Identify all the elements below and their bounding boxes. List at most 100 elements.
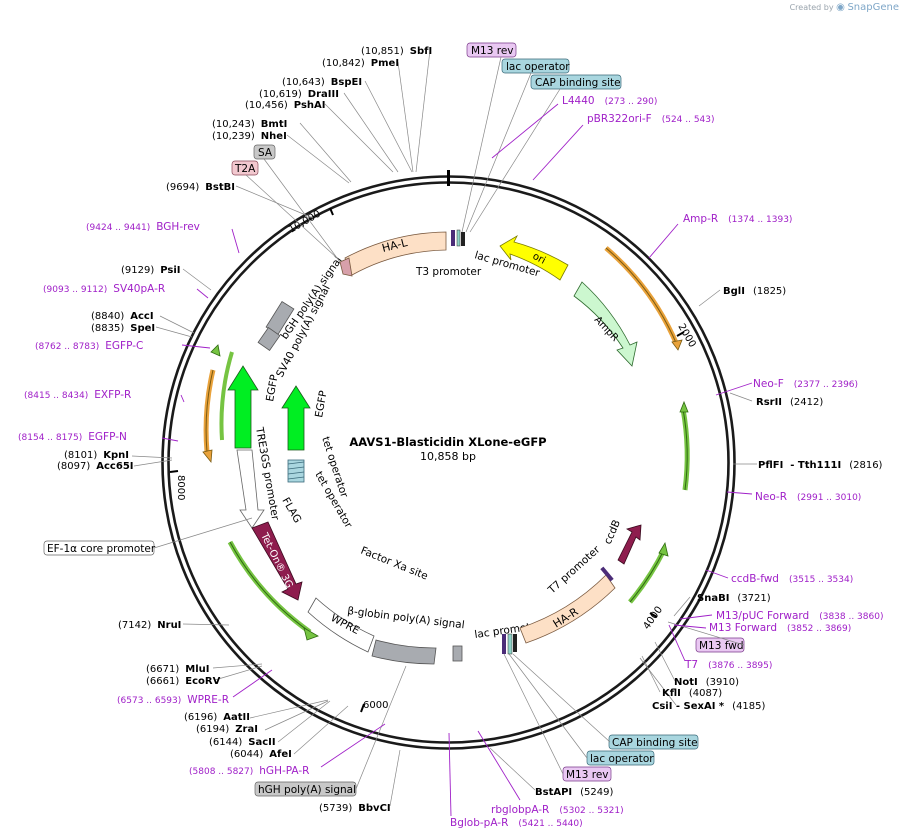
- svg-text:T7(3876 .. 3895): T7(3876 .. 3895): [684, 659, 772, 671]
- svg-text:(9129)PsiI: (9129)PsiI: [121, 265, 181, 276]
- map-title: AAVS1-Blasticidin XLone-eGFP 10,858 bp: [349, 435, 546, 463]
- primer-hgh-pa-r: hGH-PA-R: [259, 765, 309, 777]
- svg-text:(10,619)DraIII: (10,619)DraIII: [259, 89, 339, 100]
- ccdb-label: ccdB: [602, 518, 623, 546]
- site-kpni: KpnI: [103, 450, 129, 461]
- svg-text:pBR322ori-F(524 .. 543): pBR322ori-F(524 .. 543): [587, 113, 715, 125]
- svg-text:M13 fwd: M13 fwd: [699, 640, 744, 652]
- svg-text:T2A: T2A: [234, 163, 256, 175]
- egfp-inner-label: EGFP: [313, 390, 330, 419]
- svg-text:BglI(1825): BglI(1825): [723, 286, 786, 297]
- site-zrai: ZraI: [235, 724, 258, 735]
- svg-text:M13 rev: M13 rev: [566, 769, 609, 781]
- svg-text:(8097)Acc65I: (8097)Acc65I: [57, 461, 134, 472]
- svg-text:M13 Forward(3852 .. 3869): M13 Forward(3852 .. 3869): [709, 622, 851, 634]
- svg-text:(6044)AfeI: (6044)AfeI: [230, 749, 292, 760]
- primer-t7: T7: [684, 659, 698, 671]
- svg-text:(8840)AccI: (8840)AccI: [91, 311, 154, 322]
- site-bspei: BspEI: [331, 77, 362, 88]
- site-kfli: KflI: [662, 688, 681, 699]
- site-nrui: NruI: [157, 620, 181, 631]
- svg-text:(10,643)BspEI: (10,643)BspEI: [282, 77, 362, 88]
- tick-6000: 6000: [363, 700, 388, 711]
- wpre-feature: [307, 597, 375, 653]
- primer-leaders: [161, 103, 753, 817]
- ha-l-label: HA-L: [381, 236, 410, 255]
- site-bstapi: BstAPI: [535, 787, 572, 798]
- primer-pbr322ori-f: pBR322ori-F: [587, 113, 652, 125]
- svg-text:lac operator: lac operator: [590, 753, 654, 765]
- ccdb-outer-arrow: [628, 548, 667, 604]
- svg-text:(6671)MluI: (6671)MluI: [146, 664, 209, 675]
- tick-8000: 8000: [175, 475, 186, 500]
- site-csii-sexai: CsiI - SexAI *: [652, 701, 725, 712]
- site-pmei: PmeI: [371, 58, 399, 69]
- svg-text:(7142)NruI: (7142)NruI: [118, 620, 181, 631]
- watermark-brand: SnapGene: [847, 2, 899, 13]
- site-nhei: NheI: [261, 131, 287, 142]
- site-aatii: AatII: [223, 712, 250, 723]
- svg-text:(10,842)PmeI: (10,842)PmeI: [322, 58, 399, 69]
- svg-text:M13 rev: M13 rev: [471, 45, 514, 57]
- svg-text:(10,243)BmtI: (10,243)BmtI: [212, 119, 287, 130]
- plasmid-length: 10,858 bp: [420, 450, 476, 463]
- svg-text:RsrII(2412): RsrII(2412): [756, 397, 823, 408]
- site-bstbi: BstBI: [205, 182, 235, 193]
- site-sacii: SacII: [248, 737, 275, 748]
- ha-l-feature: [344, 231, 447, 276]
- site-ecorv: EcoRV: [185, 676, 220, 687]
- top-label-boxes: M13 rev lac operator CAP binding site SA…: [231, 42, 622, 263]
- svg-text:Amp-R(1374 .. 1393): Amp-R(1374 .. 1393): [683, 213, 792, 225]
- plasmid-name: AAVS1-Blasticidin XLone-eGFP: [349, 435, 546, 449]
- egfp-outer-feature: [227, 365, 259, 449]
- cap-bottom-box: [608, 734, 699, 750]
- bglobin-label: β-globin poly(A) signal: [347, 605, 466, 631]
- primer-m13-puc-forward: M13/pUC Forward: [716, 610, 809, 622]
- svg-text:(8101)KpnI: (8101)KpnI: [64, 450, 129, 461]
- watermark-prefix: Created by: [789, 3, 834, 12]
- egfp-outer-label: EGFP: [264, 374, 281, 403]
- site-bmti: BmtI: [261, 119, 288, 130]
- primer-bglob-pa-r: Bglob-pA-R: [450, 817, 508, 829]
- site-bgli: BglI: [723, 286, 745, 297]
- snapgene-logo-icon: ◉: [836, 2, 845, 13]
- site-draiii: DraIII: [308, 89, 339, 100]
- svg-text:(6661)EcoRV: (6661)EcoRV: [146, 676, 221, 687]
- svg-text:(8154 .. 8175)EGFP-N: (8154 .. 8175)EGFP-N: [18, 431, 127, 443]
- primer-egfp-c: EGFP-C: [105, 340, 143, 352]
- svg-text:CAP binding site: CAP binding site: [612, 737, 698, 749]
- egfp-inner-feature: [281, 385, 311, 451]
- svg-text:M13/pUC Forward(3838 .. 3860): M13/pUC Forward(3838 .. 3860): [716, 610, 883, 622]
- site-acci: AccI: [130, 311, 153, 322]
- ha-r-feature: [519, 574, 616, 644]
- m13rev-top-box: [466, 42, 517, 58]
- svg-text:KflI(4087): KflI(4087): [662, 688, 722, 699]
- primer-neo-r: Neo-R: [755, 491, 787, 503]
- svg-text:(9093 .. 9112)SV40pA-R: (9093 .. 9112)SV40pA-R: [43, 283, 165, 295]
- ccdb-feature: [617, 524, 642, 565]
- teton-feature: [251, 521, 303, 601]
- primer-rbglobpa-r: rbglobpA-R: [491, 804, 549, 816]
- svg-text:(8762 .. 8783)EGFP-C: (8762 .. 8783)EGFP-C: [35, 340, 143, 352]
- svg-text:(5739)BbvCI: (5739)BbvCI: [319, 803, 391, 814]
- primer-sv40pa-r: SV40pA-R: [113, 283, 165, 295]
- bglobin-feature: [371, 639, 437, 665]
- site-snabi: SnaBI: [697, 593, 729, 604]
- primers: L4440(273 .. 290) pBR322ori-F(524 .. 543…: [18, 95, 883, 829]
- sv40-feature: [257, 327, 281, 351]
- ori-label: ori: [531, 251, 548, 267]
- tre3gs-feature: [236, 449, 265, 529]
- svg-text:(5808 .. 5827)hGH-PA-R: (5808 .. 5827)hGH-PA-R: [189, 765, 309, 777]
- primer-wpre-r: WPRE-R: [187, 694, 229, 706]
- site-pflfi-tth111i: PflFI - Tth111I: [758, 460, 841, 471]
- site-psii: PsiI: [160, 265, 180, 276]
- svg-text:CsiI - SexAI *(4185): CsiI - SexAI *(4185): [652, 701, 766, 712]
- site-pshai: PshAI: [294, 100, 326, 111]
- site-bbvci: BbvCI: [358, 803, 390, 814]
- primer-exfp-r: EXFP-R: [94, 389, 131, 401]
- tet-operator-feature: [287, 459, 305, 483]
- ori-feature: [499, 234, 569, 281]
- svg-text:(6144)SacII: (6144)SacII: [209, 737, 276, 748]
- bgh-label: bGH poly(A) signal: [279, 255, 345, 342]
